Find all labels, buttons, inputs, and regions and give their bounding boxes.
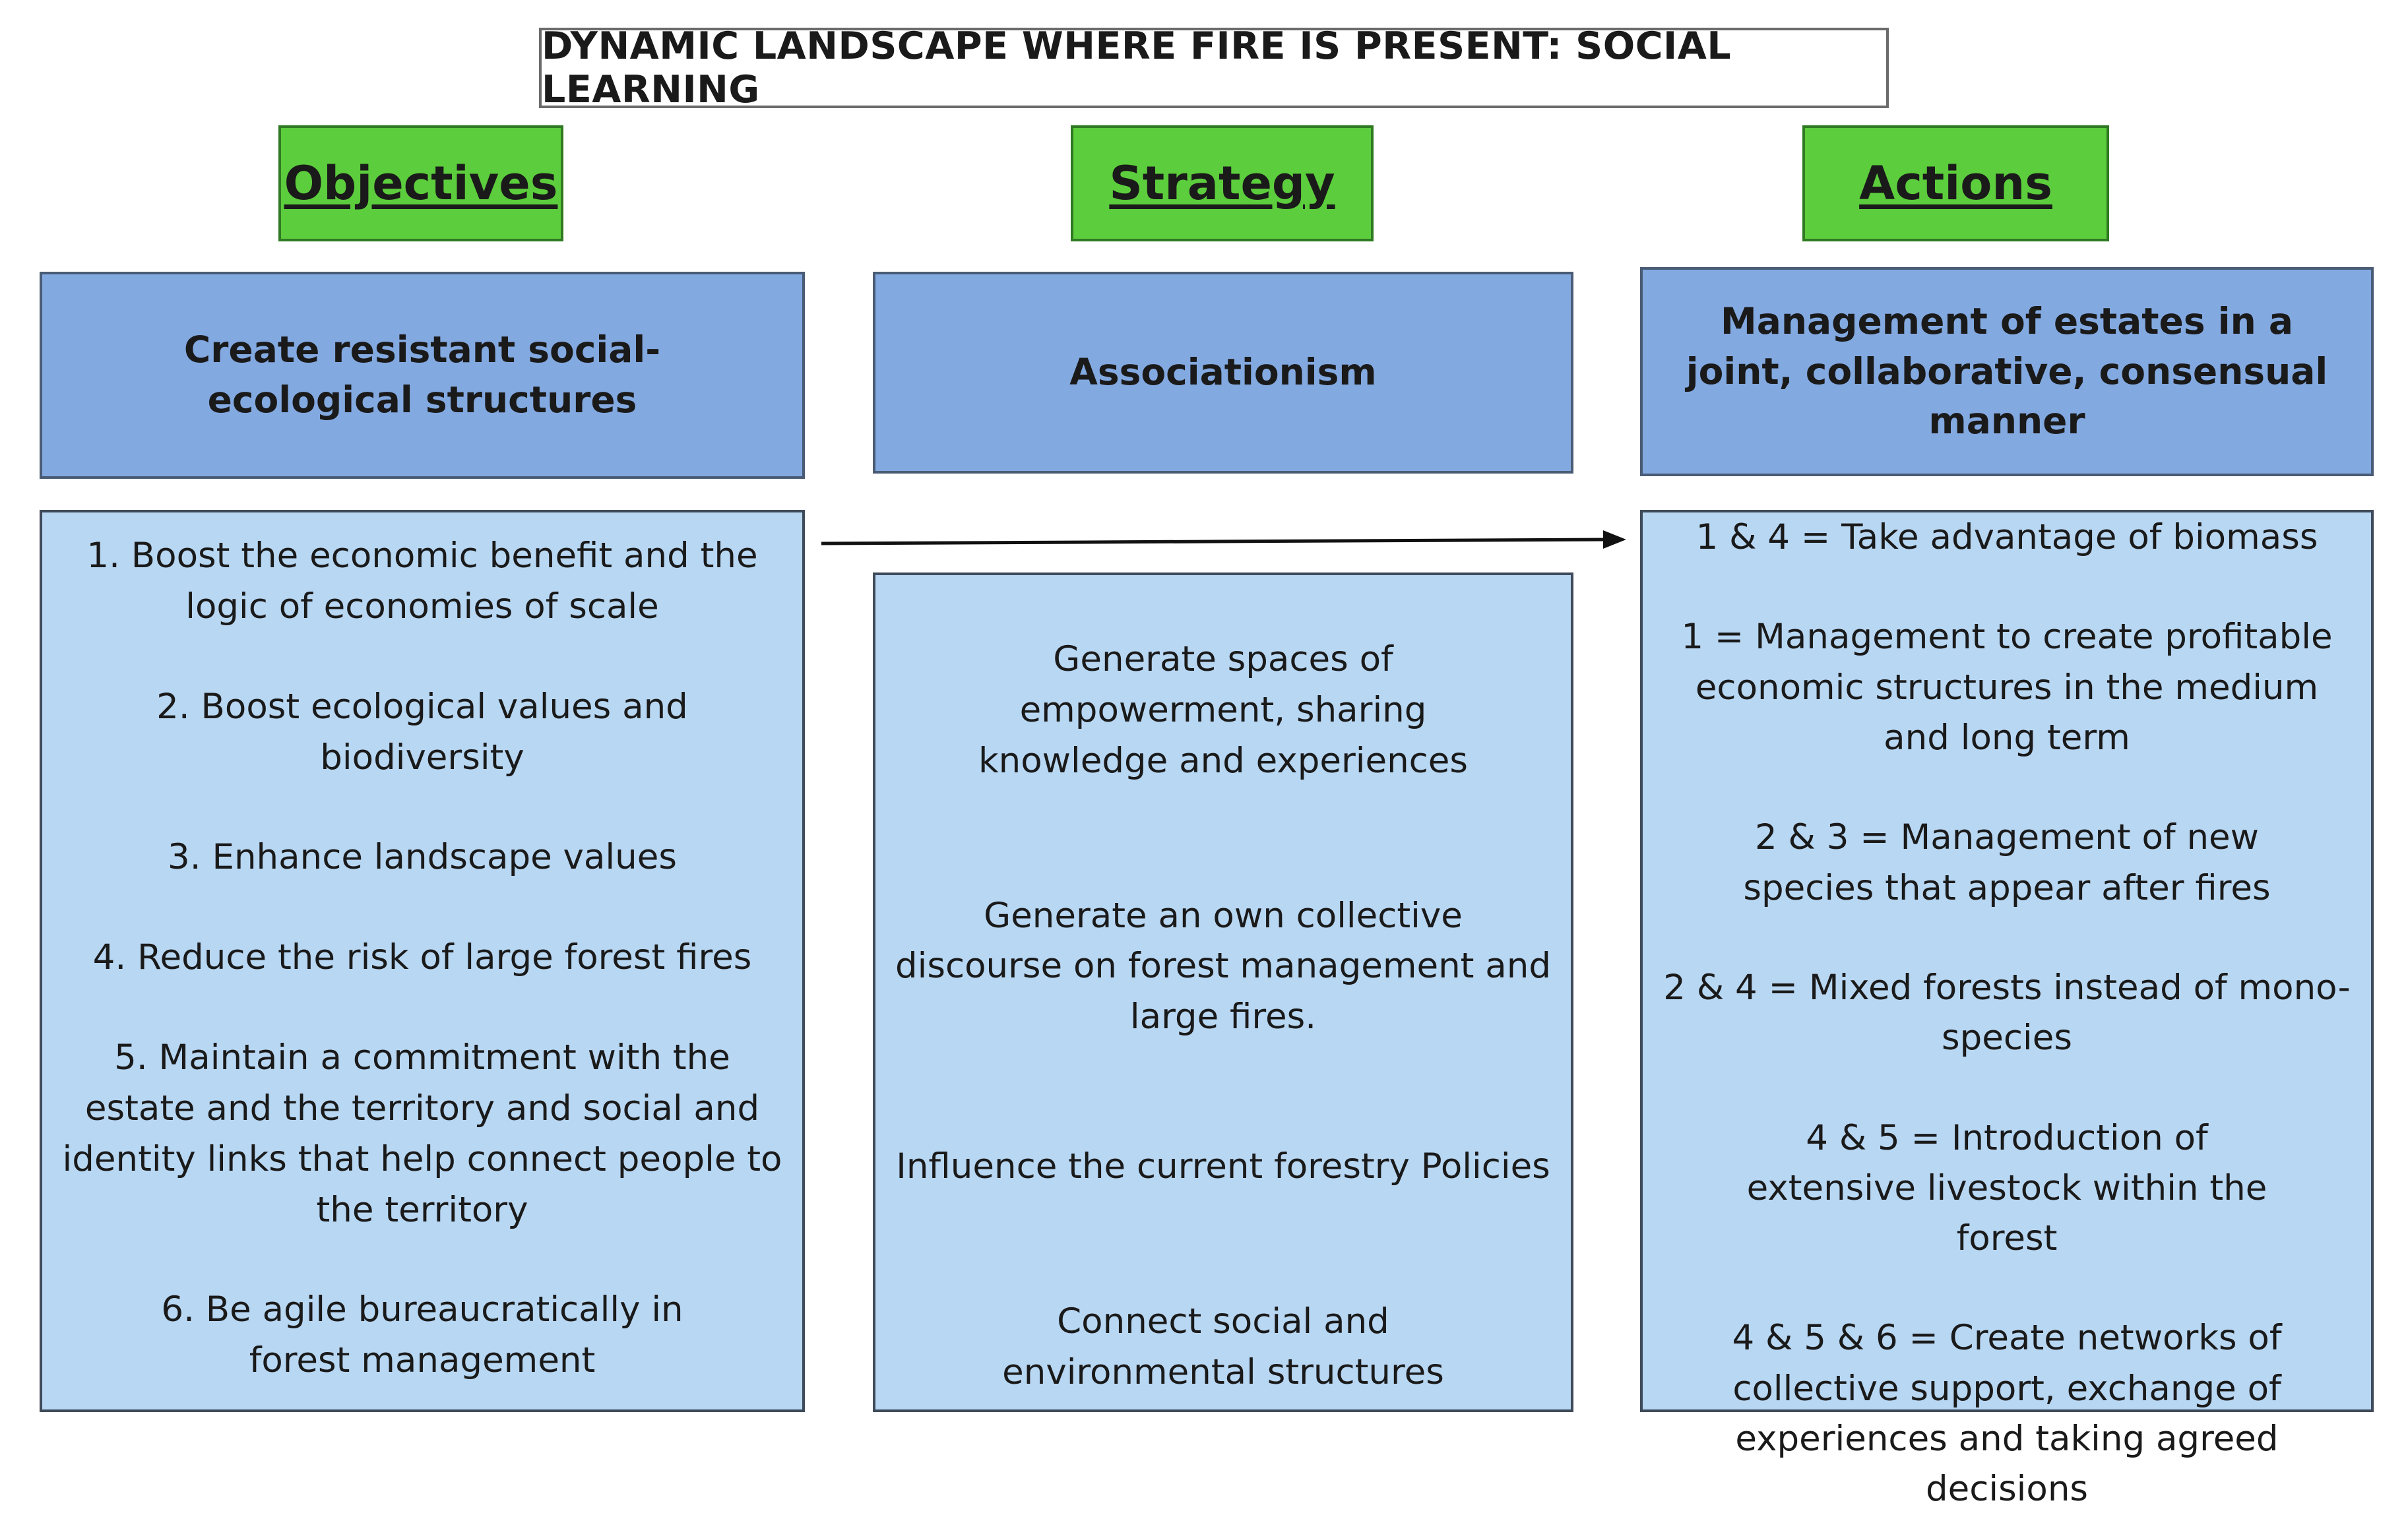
strategy-item: Influence the current forestry Policies [896,1146,1550,1187]
diagram-title: DYNAMIC LANDSCAPE WHERE FIRE IS PRESENT:… [539,24,1889,111]
objectives-summary-text: Create resistant social-ecological struc… [183,328,661,421]
actions-list-box: 1 & 4 = Take advantage of biomass 1 = Ma… [1640,510,2374,1509]
action-item: 2 & 3 = Management of new species that a… [1743,817,2271,908]
objectives-list-box: 1. Boost the economic benefit and the lo… [40,510,805,1412]
objective-item: 2. Boost ecological values and biodivers… [156,686,688,778]
actions-summary-text: Management of estates in a joint, collab… [1686,299,2328,443]
objectives-summary-box: Create resistant social-ecological struc… [40,272,805,479]
header-objectives: Objectives [278,125,563,241]
header-strategy: Strategy [1071,125,1374,241]
action-item: 1 = Management to create profitable econ… [1681,617,2333,758]
objective-item: 3. Enhance landscape values [168,837,677,878]
objective-item: 6. Be agile bureaucratically in forest m… [161,1289,683,1381]
objective-item: 5. Maintain a commitment with the estate… [62,1037,782,1230]
actions-summary-box: Management of estates in a joint, collab… [1640,267,2374,476]
strategy-list-box: Generate spaces of empowerment, sharing … [873,572,1573,1412]
strategy-summary-box: Associationism [873,272,1573,474]
objective-item: 1. Boost the economic benefit and the lo… [86,536,758,627]
strategy-item: Generate an own collective discourse on … [895,895,1552,1037]
objective-item: 4. Reduce the risk of large forest fires [92,937,752,978]
action-item: 4 & 5 & 6 = Create networks of collectiv… [1732,1318,2282,1510]
strategy-item: Generate spaces of empowerment, sharing … [978,639,1469,781]
flow-arrow [821,530,1626,549]
strategy-item: Connect social and environmental structu… [1002,1301,1444,1392]
action-item: 1 & 4 = Take advantage of biomass [1695,517,2318,557]
strategy-summary-text: Associationism [1069,351,1377,394]
action-item: 2 & 4 = Mixed forests instead of mono-sp… [1663,967,2351,1059]
header-actions: Actions [1802,125,2109,241]
action-item: 4 & 5 = Introduction of extensive livest… [1746,1117,2267,1259]
